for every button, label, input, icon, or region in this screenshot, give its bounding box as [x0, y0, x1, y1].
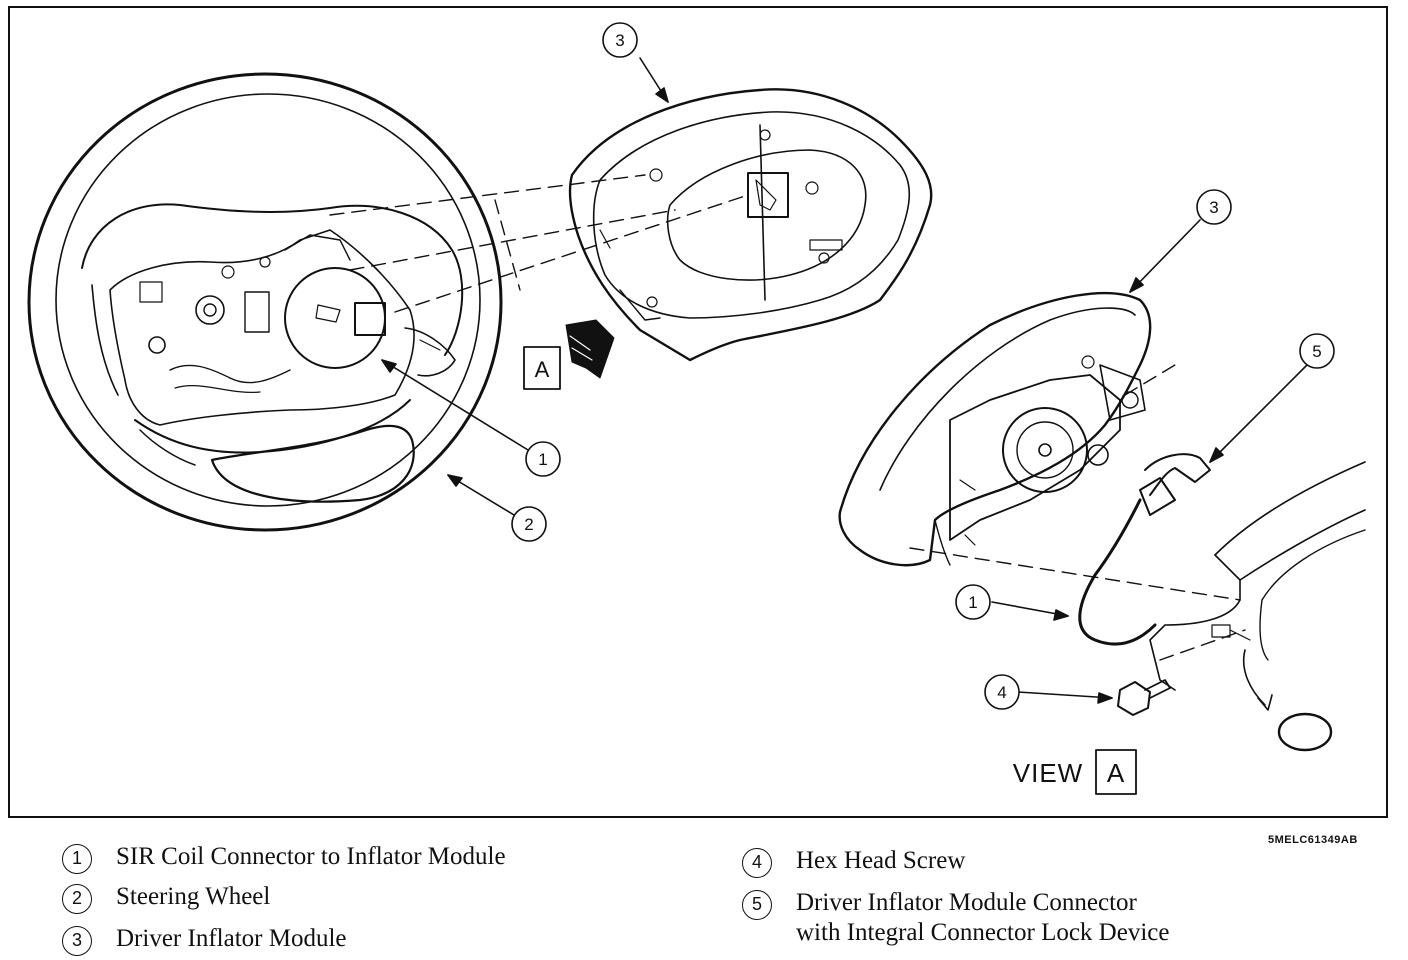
view-a-box [1095, 749, 1137, 795]
inflator-module-viewA-drawing [838, 291, 1366, 752]
legend-number: 1 [62, 844, 92, 874]
legend-label: SIR Coil Connector to Inflator Module [116, 843, 506, 870]
view-marker-letter: A [535, 357, 550, 382]
legend-number: 5 [742, 890, 772, 920]
legend-label: Driver Inflator Module Connector [796, 889, 1137, 916]
exploded-view-diagram: 3 1 2 3 5 1 4 A VIEW A [27, 22, 1366, 795]
view-caption: VIEW [1013, 758, 1083, 788]
legend-label: Steering Wheel [116, 883, 271, 910]
legend-number: 2 [62, 884, 92, 914]
callout-4: 4 [997, 683, 1006, 702]
callout-circles [511, 22, 1335, 710]
projection-lines [329, 174, 1246, 661]
callout-1-left: 1 [538, 450, 547, 469]
callout-2: 2 [524, 515, 533, 534]
callout-leaders [381, 57, 1309, 704]
callout-5: 5 [1312, 342, 1321, 361]
callout-3-top: 3 [615, 31, 624, 50]
diagram-frame [8, 6, 1388, 818]
view-caption-letter: A [1107, 758, 1125, 788]
legend-number: 3 [62, 926, 92, 956]
legend-number: 4 [742, 848, 772, 878]
callout-3-right: 3 [1209, 198, 1218, 217]
legend-label: Driver Inflator Module [116, 925, 347, 952]
legend-label: with Integral Connector Lock Device [796, 919, 1170, 946]
figure-code: 5MELC61349AB [1268, 834, 1358, 846]
steering-wheel-drawing [27, 72, 503, 532]
legend-label: Hex Head Screw [796, 847, 966, 874]
inflator-module-upper-drawing [568, 88, 933, 362]
view-a-arrow [523, 319, 615, 390]
callout-1-right: 1 [968, 593, 977, 612]
